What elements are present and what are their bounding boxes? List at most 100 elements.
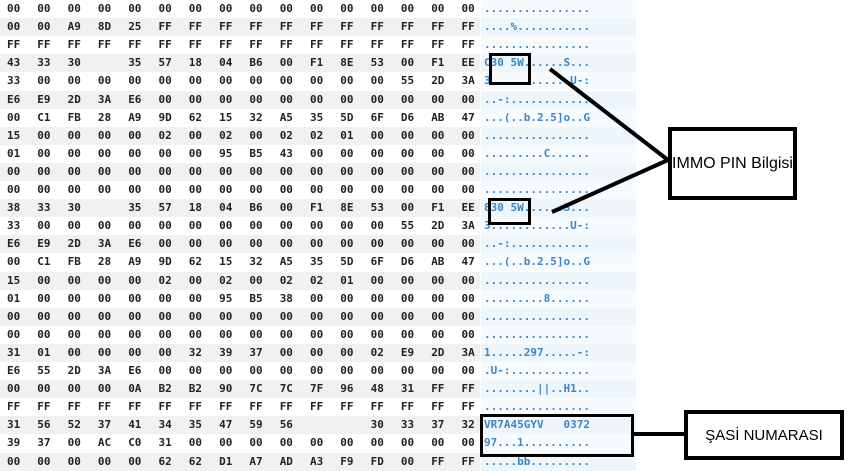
hex-byte: 33 [7, 219, 21, 232]
hex-byte: 00 [188, 292, 203, 305]
hex-byte: D6 [400, 255, 415, 268]
hex-byte: 33 [37, 56, 51, 69]
hex-byte: 00 [219, 310, 233, 323]
hex-byte: 00 [188, 129, 203, 142]
hex-byte: 8E [340, 56, 354, 69]
hex-byte: 3A [97, 93, 112, 106]
hex-byte: 00 [67, 455, 81, 468]
hex-byte: 15 [7, 129, 21, 142]
hex-byte: E6 [128, 93, 142, 106]
hex-byte: FF [219, 38, 233, 51]
hex-byte: 00 [431, 147, 445, 160]
hex-byte: 00 [97, 328, 112, 341]
hex-byte: 00 [400, 129, 415, 142]
hex-byte: 00 [97, 147, 112, 160]
ascii-row: ....%........... [481, 18, 636, 36]
hex-byte: 00 [219, 219, 233, 232]
hex-byte: FF [188, 400, 203, 413]
hex-byte: 57 [158, 56, 172, 69]
hex-byte: 00 [310, 74, 324, 87]
hex-byte: 00 [158, 93, 172, 106]
hex-byte: 2D [67, 364, 81, 377]
hex-byte: C1 [37, 255, 51, 268]
hex-byte: 00 [249, 165, 263, 178]
hex-byte: F1 [310, 201, 324, 214]
ascii-row: ................ [481, 127, 636, 145]
hex-byte: FF [279, 38, 293, 51]
hex-byte: A9 [128, 111, 142, 124]
hex-byte: 00 [158, 310, 172, 323]
hex-byte: 3A [461, 219, 475, 232]
hex-byte: 00 [67, 165, 81, 178]
hex-byte: 53 [370, 56, 384, 69]
hex-byte: 2D [431, 74, 445, 87]
hex-byte: 00 [67, 219, 81, 232]
hex-byte: 00 [188, 328, 203, 341]
hex-byte: 00 [67, 129, 81, 142]
hex-byte: FF [340, 400, 354, 413]
hex-byte: 00 [67, 183, 81, 196]
hex-byte: 00 [158, 2, 172, 15]
hex-byte: 15 [219, 111, 233, 124]
hex-byte: 00 [279, 165, 293, 178]
hex-byte: FF [370, 20, 384, 33]
hex-byte: 00 [128, 129, 142, 142]
hex-byte: 00 [461, 274, 475, 287]
hex-byte: FF [188, 38, 203, 51]
hex-byte: FF [400, 38, 415, 51]
ascii-row: ................ [481, 398, 636, 416]
hex-byte: C1 [37, 111, 51, 124]
hex-byte: 00 [279, 74, 293, 87]
hex-byte: 04 [219, 56, 233, 69]
hex-byte: FF [249, 400, 263, 413]
hex-byte: 00 [340, 2, 354, 15]
hex-byte: 00 [249, 183, 263, 196]
hex-byte: 00 [7, 165, 21, 178]
hex-byte: 00 [279, 56, 293, 69]
hex-byte: 00 [249, 219, 263, 232]
hex-byte: 47 [461, 111, 475, 124]
hex-byte: 00 [461, 292, 475, 305]
hex-byte [98, 54, 128, 72]
hex-byte: FF [340, 38, 354, 51]
hex-byte: 00 [188, 364, 203, 377]
hex-byte: 38 [7, 201, 21, 214]
hex-byte: 00 [219, 237, 233, 250]
hex-byte: 00 [219, 74, 233, 87]
hex-byte: 00 [37, 328, 51, 341]
hex-byte: 00 [370, 274, 384, 287]
hex-byte: 00 [128, 183, 142, 196]
hex-byte: 55 [37, 364, 51, 377]
hex-byte: 02 [158, 274, 172, 287]
hex-byte: 00 [310, 147, 324, 160]
hex-byte: 37 [37, 436, 51, 449]
hex-byte: 00 [219, 2, 233, 15]
hex-byte: 00 [249, 74, 263, 87]
hex-byte: 30 [67, 201, 81, 214]
hex-byte: FF [249, 38, 263, 51]
hex-byte: 39 [7, 436, 21, 449]
hex-byte: 02 [279, 129, 293, 142]
hex-byte: 00 [128, 219, 142, 232]
hex-byte: FF [67, 400, 81, 413]
hex-byte: 00 [400, 455, 415, 468]
ascii-row: ................ [481, 326, 636, 344]
hex-byte: 00 [37, 274, 51, 287]
hex-byte: 00 [310, 346, 324, 359]
hex-byte: FF [279, 400, 293, 413]
hex-byte: F1 [310, 56, 324, 69]
hex-byte: 01 [340, 129, 354, 142]
ascii-row: ..-:............ [481, 235, 636, 253]
hex-byte: 5D [340, 255, 354, 268]
hex-byte: FF [158, 20, 172, 33]
hex-byte: E6 [7, 237, 21, 250]
hex-byte: 00 [97, 2, 112, 15]
